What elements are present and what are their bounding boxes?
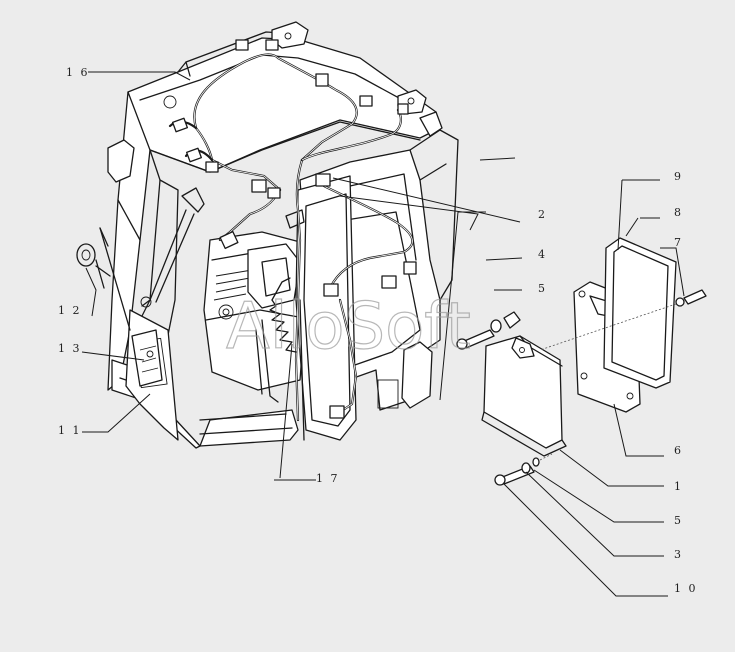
- part-7-screw: [539, 289, 707, 351]
- watermark-text: AlloSoft: [226, 290, 471, 364]
- callout-16: 1 6: [66, 66, 90, 79]
- callout-2: 2: [538, 208, 547, 221]
- part-13-relay: [131, 329, 163, 387]
- callout-5-top: 5: [538, 282, 547, 295]
- callout-6: 6: [674, 444, 683, 457]
- callout-5-bottom: 5: [674, 514, 683, 527]
- part-9-seal: [603, 237, 677, 389]
- callout-9: 9: [674, 170, 683, 183]
- part-10-bolt: [494, 453, 553, 486]
- callout-labels: 1 6 2 4 5 9 8 7 1 2 1 3 1 1 6 1 7 1 5 3 …: [58, 66, 698, 595]
- callout-7: 7: [674, 236, 683, 249]
- callout-4: 4: [538, 248, 547, 261]
- leader-lines: [81, 71, 685, 597]
- callout-17: 1 7: [316, 472, 340, 485]
- part-12-grommet: [76, 227, 111, 277]
- callout-11: 1 1: [58, 424, 82, 437]
- callout-13: 1 3: [58, 342, 82, 355]
- part-5-nut-top: [490, 311, 521, 333]
- part-1-control-box: [481, 335, 567, 457]
- cab-frame: [95, 21, 459, 449]
- callout-1: 1: [674, 480, 683, 493]
- wiring-harness: [168, 39, 417, 422]
- callout-8: 8: [674, 206, 683, 219]
- callout-10: 1 0: [674, 582, 698, 595]
- callout-12: 1 2: [58, 304, 82, 317]
- part-4-bolt: [456, 329, 495, 350]
- callout-3: 3: [674, 548, 683, 561]
